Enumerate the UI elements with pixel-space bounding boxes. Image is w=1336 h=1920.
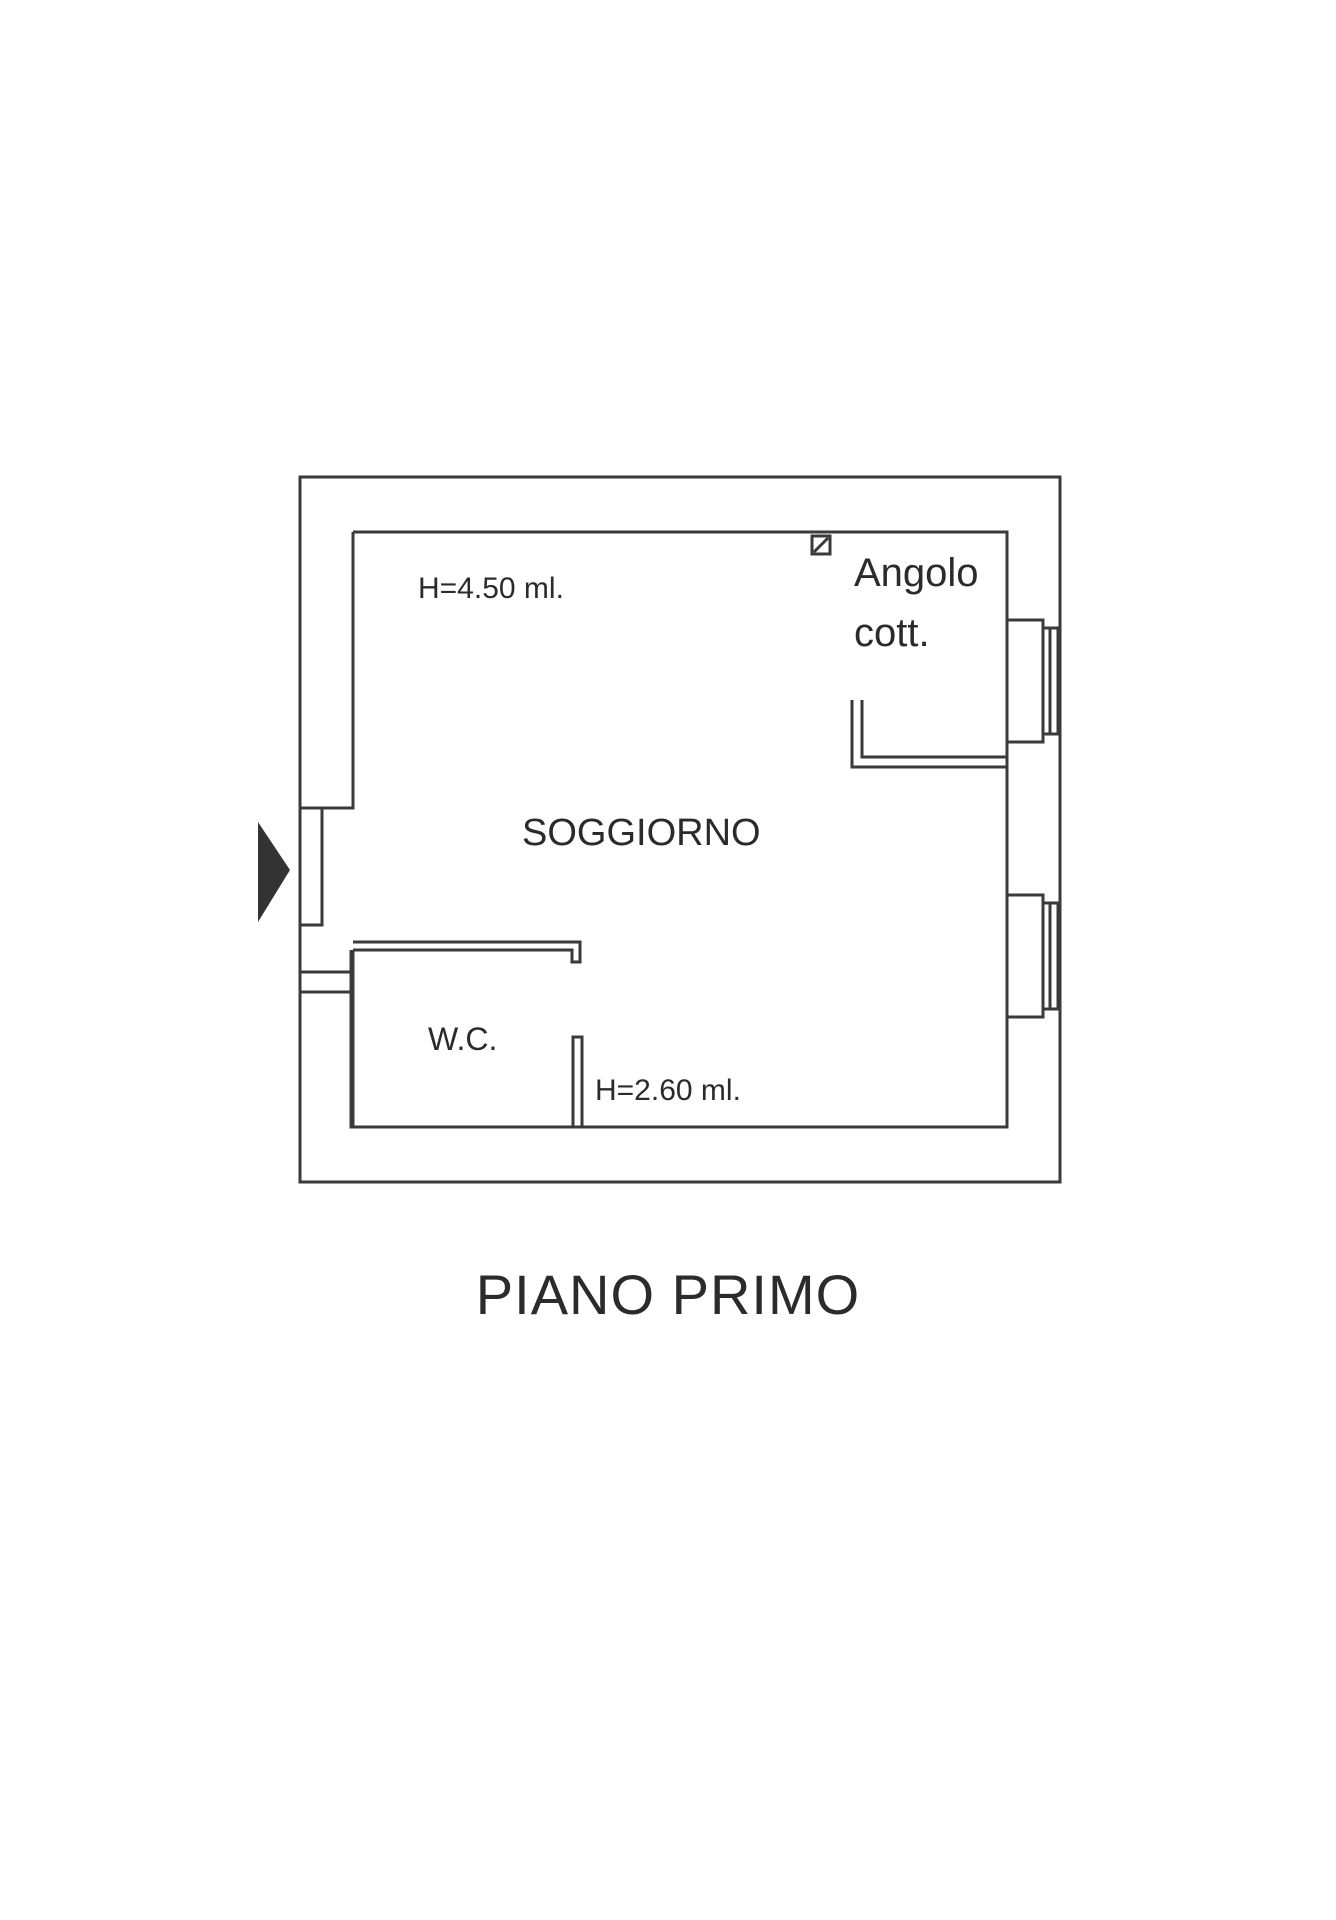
main-height-label: H=4.50 ml. <box>418 572 564 605</box>
window-lower <box>1005 893 1045 1019</box>
kitchen-label-line1: Angolo <box>854 551 979 595</box>
window-upper <box>1005 618 1045 744</box>
outer-wall <box>298 475 1062 1184</box>
flue-icon-diagonal <box>812 536 830 554</box>
inner-wall <box>349 530 1009 1129</box>
floor-title: PIANO PRIMO <box>475 1263 861 1326</box>
kitchen-partition <box>850 700 1007 769</box>
wc-height-label: H=2.60 ml. <box>595 1074 741 1107</box>
wc-top-wall <box>353 940 582 964</box>
wc-label: W.C. <box>428 1021 497 1057</box>
kitchen-partition-inner <box>860 700 1007 759</box>
wc-door-jamb <box>571 1035 584 1129</box>
flue-icon <box>810 534 832 556</box>
entrance-arrow-icon <box>258 822 290 922</box>
kitchen-label-line2: cott. <box>854 611 930 655</box>
inner-wall-left-upper <box>300 532 355 927</box>
living-room-label: SOGGIORNO <box>522 812 761 854</box>
